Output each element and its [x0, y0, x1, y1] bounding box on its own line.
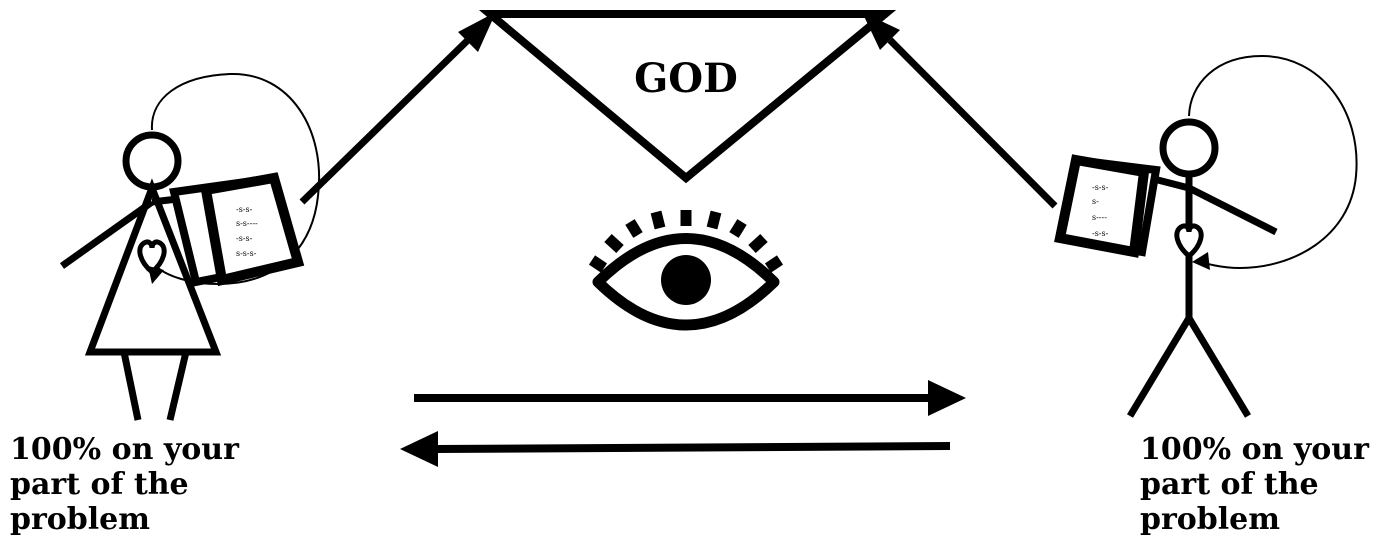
right-person-head: [1163, 122, 1215, 174]
right-person-heart-icon: [1177, 226, 1201, 256]
left-person-book-page: [206, 178, 298, 280]
left-book-line-4: s-s-s-: [236, 249, 257, 258]
right-caption-line-1: 100% on your: [1140, 432, 1369, 467]
right-person-arm-right: [1189, 188, 1276, 232]
god-label: GOD: [634, 55, 738, 102]
right-caption: 100% on your part of the problem: [1140, 432, 1369, 537]
right-person: -s-s- s- s---- -s-s-: [1060, 56, 1357, 416]
left-caption-line-1: 100% on your: [10, 432, 239, 467]
right-person-leg-left: [1130, 318, 1189, 416]
left-person: -s-s- s-s---- -s-s- s-s-s-: [62, 74, 319, 420]
arrow-left-to-right: [414, 380, 966, 416]
left-caption: 100% on your part of the problem: [10, 432, 239, 537]
right-book-line-2: s-: [1092, 197, 1099, 206]
right-caption-line-2: part of the: [1140, 467, 1369, 502]
god-triangle: GOD: [490, 14, 885, 178]
right-book-line-1: -s-s-: [1092, 183, 1109, 192]
arrow-left-person-to-god: [302, 12, 496, 202]
right-person-leg-right: [1189, 318, 1248, 416]
left-caption-line-2: part of the: [10, 467, 239, 502]
arrow-right-to-left: [400, 431, 950, 467]
arrow-right-person-to-god: [862, 12, 1055, 206]
right-person-book-page: [1060, 160, 1144, 252]
left-caption-line-3: problem: [10, 502, 239, 537]
right-caption-line-3: problem: [1140, 502, 1369, 537]
left-person-leg-left: [124, 352, 138, 420]
left-person-leg-right: [170, 352, 186, 420]
right-book-line-3: s----: [1092, 213, 1107, 222]
right-book-line-4: -s-s-: [1092, 229, 1109, 238]
eye-icon: [592, 210, 780, 325]
left-book-line-3: -s-s-: [236, 234, 253, 243]
left-book-line-2: s-s----: [236, 219, 258, 228]
left-book-line-1: -s-s-: [236, 205, 253, 214]
